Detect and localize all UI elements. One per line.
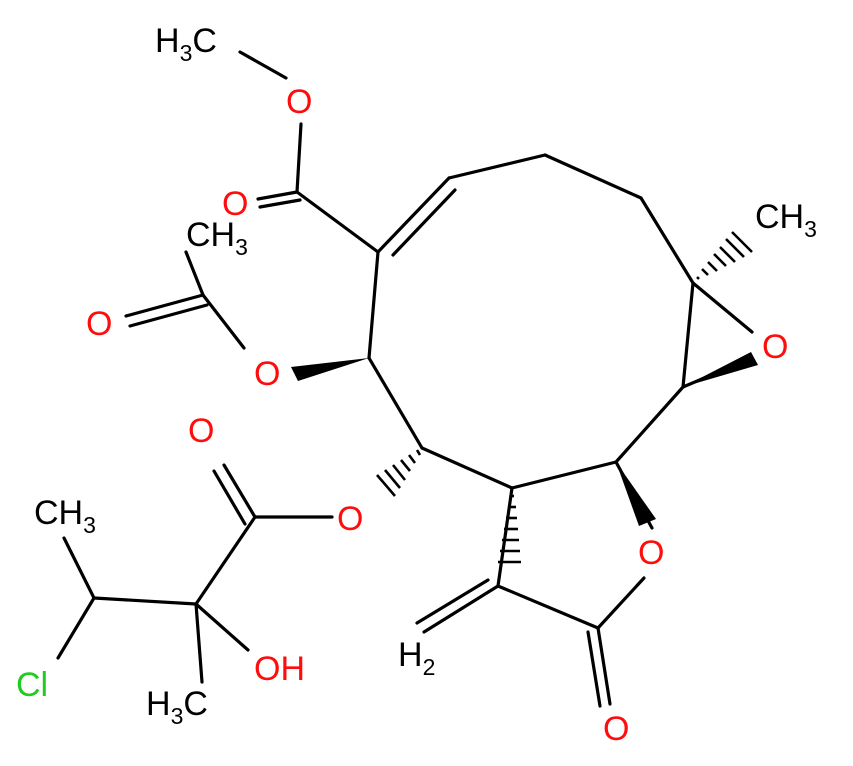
acetyl-ch3-sub: 3 (235, 234, 248, 260)
hash-butanoyl-2 (407, 454, 417, 464)
bond-lactone-c8-ca (496, 486, 514, 588)
chain-ch3-ch: CH (34, 494, 83, 532)
bond-ring-c10-c1 (367, 250, 380, 360)
bond-ring-c1-c2-double (391, 188, 457, 257)
ring-methyl-ch: CH (755, 198, 804, 236)
bond-ring-c8-c9 (420, 446, 514, 490)
bond-ester-ring (295, 190, 380, 254)
hash-butanoyl-3 (399, 459, 412, 472)
methyl-ester-ch3-h: H (155, 22, 180, 60)
acetoxy-o-label: O (254, 355, 280, 393)
ring-methyl-label: CH3 (755, 198, 817, 242)
hash-methyl-2 (701, 268, 709, 276)
hash-layer (376, 231, 753, 564)
chlorine-label: Cl (16, 666, 48, 704)
butanoyl-ester-o-label: O (337, 500, 363, 538)
bond-epoxide-o-1 (691, 281, 754, 334)
hash-methyl-6 (725, 238, 745, 258)
methyl-ester-ch3-sub: 3 (180, 40, 193, 66)
quaternary-ch3-c: C (183, 685, 208, 723)
bond-lactone-cc-o (596, 576, 646, 630)
bond-ome-ch3 (238, 50, 288, 80)
butanoyl-carbonyl-o-label: O (188, 412, 214, 450)
hydroxyl-label: OH (254, 650, 305, 688)
hash-butanoyl-5 (384, 469, 401, 489)
bond-ring-c3-c4 (543, 153, 643, 200)
bond-cq-oh (194, 602, 250, 652)
hash-butanoyl-6 (376, 474, 396, 497)
chain-ch3-sub: 3 (83, 512, 96, 538)
chain-ch3-label: CH3 (34, 494, 96, 538)
bond-acetate-c-o (124, 293, 205, 318)
bond-cq-ch3 (194, 602, 204, 684)
quaternary-ch3-sub: 3 (171, 703, 184, 729)
bond-ring-c5-c6 (681, 281, 695, 389)
bond-methylene (422, 584, 500, 634)
bond-ring-c9-c10 (367, 356, 424, 450)
epoxide-o-label: O (762, 328, 788, 366)
bond-acetate-c-o-double (128, 303, 209, 328)
bond-ring-c7-c8 (510, 460, 618, 490)
ester-ether-o-label: O (286, 83, 312, 121)
hash-methyl-5 (719, 246, 736, 263)
bond-lactone-co-double (586, 630, 602, 708)
bond-acetate-o-c (201, 293, 246, 350)
hash-methyl-1 (696, 276, 700, 280)
methyl-ester-ch3-label: H3C (155, 22, 217, 66)
bond-ester-c-o (256, 190, 299, 201)
bond-acetate-c-ch3 (184, 250, 205, 297)
bond-chcl-cl (56, 596, 96, 660)
lactone-carbonyl-o-label: O (603, 710, 629, 748)
hash-methyl-7 (731, 231, 753, 253)
bond-ring-c2-c3 (447, 153, 547, 180)
methylene-label: H2 (398, 636, 435, 680)
wedge-acetate (291, 358, 369, 381)
bond-chcl-ch3 (62, 536, 96, 600)
methyl-ester-ch3-c: C (192, 22, 217, 60)
bond-butanoyl-c-cq (194, 515, 257, 606)
hash-butanoyl-4 (391, 464, 407, 481)
hash-methyl-3 (707, 261, 718, 272)
bond-ester-c-o-double (258, 198, 302, 209)
label-layer: H3C O O CH3 CH3 O O O O O CH3 OH Cl H3C … (16, 22, 817, 748)
bond-methylene-double (415, 578, 490, 625)
bond-ring-c4-c5 (639, 196, 695, 285)
ring-methyl-sub: 3 (804, 216, 817, 242)
bond-butanoyl-c-o-double (212, 469, 247, 526)
quaternary-ch3-h: H (146, 685, 171, 723)
wedge-epoxide (683, 352, 758, 387)
acetyl-carbonyl-o-label: O (86, 305, 112, 343)
wedge-layer (291, 352, 758, 526)
bond-cq-chcl (92, 596, 198, 606)
quaternary-ch3-label: H3C (146, 685, 208, 729)
bond-layer (56, 50, 754, 708)
hash-butanoyl-1 (415, 449, 422, 456)
methylene-h: H (398, 636, 423, 674)
bond-butanoyl-c-o (222, 463, 257, 519)
bond-lactone-co (596, 626, 612, 706)
bond-ome-c (295, 122, 303, 194)
hash-methyl-4 (713, 253, 727, 267)
acetyl-ch3-label: CH3 (186, 216, 248, 260)
wedge-lactone-o (616, 462, 656, 526)
bond-ring-c6-c7 (614, 385, 685, 464)
acetyl-ch3-ch: CH (186, 216, 235, 254)
lactone-ring-o-label: O (638, 534, 664, 572)
bond-ring-c1-c2 (376, 176, 451, 254)
ester-carbonyl-o-label: O (222, 185, 248, 223)
bond-lactone-ca-cc (496, 584, 600, 630)
methylene-sub: 2 (423, 654, 436, 680)
